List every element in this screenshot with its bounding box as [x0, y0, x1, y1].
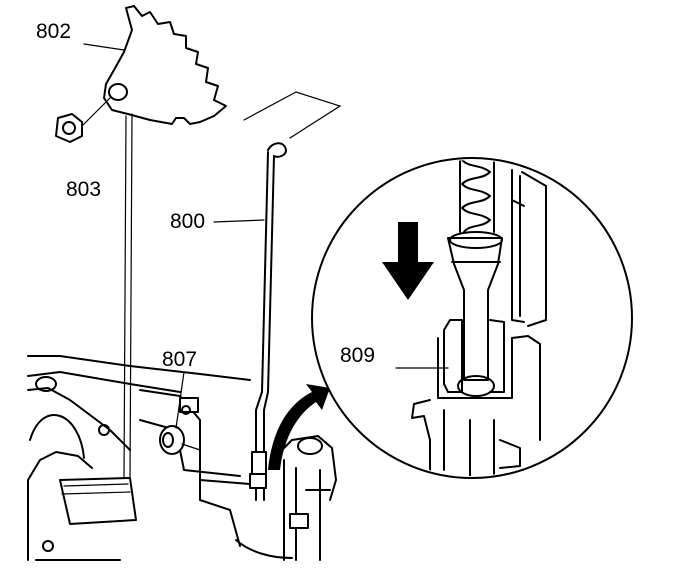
leader-lines	[81, 43, 449, 429]
detent-lever-802	[103, 5, 227, 125]
callout-803: 803	[66, 178, 101, 201]
callout-807: 807	[162, 348, 197, 371]
down-arrow-icon	[382, 222, 434, 300]
guide-line-lever	[129, 113, 133, 479]
lower-housing-near-rod	[235, 435, 337, 561]
guide-line-lever-2	[123, 115, 127, 479]
transmission-housing	[27, 355, 251, 561]
callout-809: 809	[340, 344, 375, 367]
reference-plane-outline	[243, 91, 342, 139]
curved-arrow-icon	[268, 384, 330, 470]
nut-803	[55, 113, 83, 143]
shift-rod-800	[249, 142, 287, 501]
callout-800: 800	[170, 210, 205, 233]
part-807	[159, 425, 201, 455]
detail-inset	[311, 157, 633, 479]
spring	[459, 160, 495, 233]
callout-802: 802	[36, 20, 71, 43]
